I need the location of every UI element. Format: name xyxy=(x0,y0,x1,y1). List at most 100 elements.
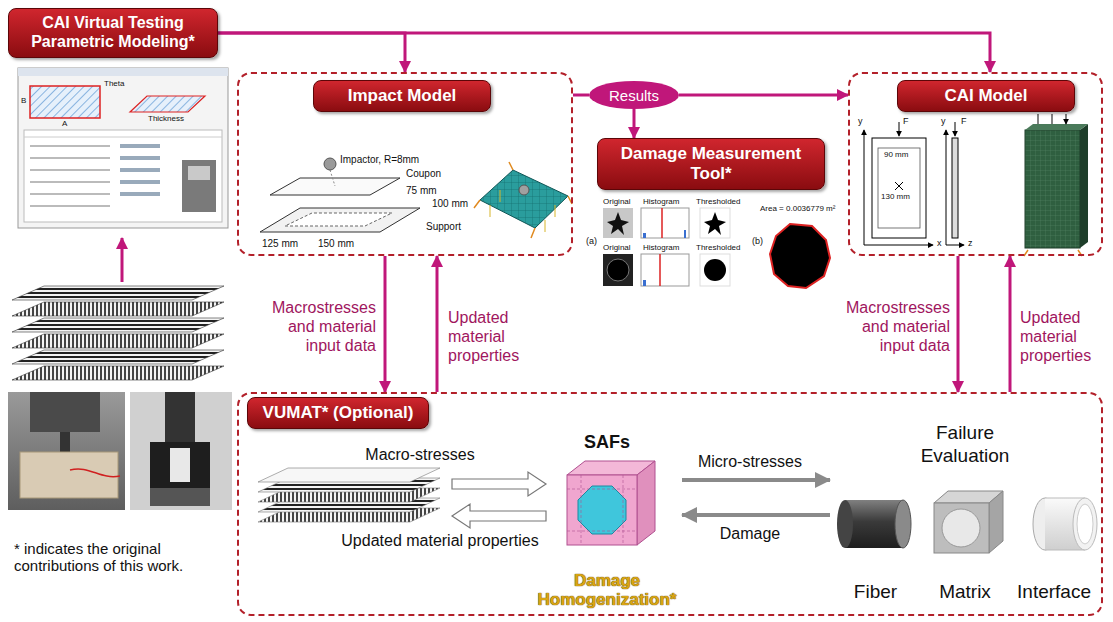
panel-header: Impact Model xyxy=(313,80,491,112)
cai-plate-model xyxy=(1025,130,1080,248)
test-photo xyxy=(8,392,232,510)
image-caption: Thresholded xyxy=(696,243,740,252)
matrix-part: Matrix xyxy=(921,495,1009,603)
cai-specimen-sketch xyxy=(952,138,958,238)
damage-images xyxy=(659,254,661,286)
flow-arrow xyxy=(218,33,990,72)
edge-label: Updated material properties xyxy=(1020,308,1106,366)
damage-images xyxy=(770,224,830,288)
impact-setup-sketch xyxy=(324,158,336,170)
damage-images xyxy=(607,212,629,235)
impact-mesh-model xyxy=(490,190,555,232)
cai-specimen-sketch xyxy=(864,122,964,245)
fiber-cylinder xyxy=(845,500,903,548)
cai-plate-model xyxy=(1025,124,1088,130)
saf-group: SAFsDamage Homogenization* xyxy=(532,428,682,612)
test-photo xyxy=(60,432,70,452)
impact-setup-sketch xyxy=(330,170,335,186)
node-text: Failure Evaluation xyxy=(895,422,1035,468)
sketch-label: A xyxy=(62,119,67,128)
damage-images xyxy=(603,208,830,288)
saf-cube xyxy=(567,475,637,545)
sketch-label: Theta xyxy=(104,79,124,88)
software-screenshot xyxy=(130,96,205,112)
impact-setup-sketch xyxy=(270,178,400,195)
software-screenshot xyxy=(18,68,228,228)
laminate-stack xyxy=(12,334,224,348)
load-label: F xyxy=(903,116,909,126)
flow-arrow xyxy=(436,256,439,392)
impact-setup-sketch xyxy=(285,213,392,226)
part-label: Impactor, R=8mm xyxy=(340,154,419,166)
axis-label: x xyxy=(937,238,942,248)
damage-images xyxy=(643,233,646,238)
damage-images xyxy=(704,259,726,281)
hollow-arrow xyxy=(452,472,546,528)
interface-ring xyxy=(1073,498,1097,550)
damage-images xyxy=(700,254,730,286)
node-text: Matrix xyxy=(921,581,1009,603)
cai-plate-model xyxy=(1024,114,1088,256)
cai-specimen-sketch xyxy=(895,182,903,190)
node-text: Damage Homogenization* xyxy=(532,571,682,610)
test-photo xyxy=(8,392,125,510)
impact-mesh-model xyxy=(474,162,572,238)
laminate-stack xyxy=(12,350,224,364)
damage-images xyxy=(603,208,633,238)
impact-mesh-model xyxy=(519,185,529,195)
node-text: Damage Measurement Tool* xyxy=(606,144,816,184)
node-text: CAI Virtual Testing Parametric Modeling* xyxy=(17,14,209,52)
image-caption: Thresholded xyxy=(696,197,740,206)
axis-label: y xyxy=(941,116,946,126)
dimension-label: 125 mm xyxy=(262,238,298,250)
software-screenshot xyxy=(18,68,228,228)
cai-specimen-sketch xyxy=(878,148,920,228)
image-caption: Histogram xyxy=(643,243,679,252)
fiber-cylinder xyxy=(837,500,911,548)
sketch-label: B xyxy=(21,96,26,105)
saf-cube xyxy=(578,486,626,534)
ply-laminate xyxy=(258,468,440,482)
damage-images xyxy=(661,208,663,238)
laminate-stack xyxy=(12,366,224,380)
impact-mesh-model xyxy=(480,170,568,228)
sketch-label: Thickness xyxy=(148,114,184,123)
flow-label: Macro-stresses xyxy=(360,446,480,464)
matrix-cell xyxy=(942,509,980,547)
edge-label: Micro-stresses xyxy=(685,452,815,471)
part-label: Support xyxy=(426,221,461,233)
flow-arrow xyxy=(957,256,960,392)
failure-group: Failure EvaluationFiberMatrixInterface xyxy=(830,420,1100,606)
laminate-stack xyxy=(12,286,224,300)
laminate-stack xyxy=(12,286,224,380)
hollow-arrow xyxy=(452,472,546,496)
panel-tag: (b) xyxy=(752,236,763,246)
damage-images xyxy=(704,212,726,235)
dimension-label: 130 mm xyxy=(881,192,910,201)
vumat-panel: VUMAT* (Optional)SAFsDamage Homogenizati… xyxy=(237,392,1103,616)
fiber-cylinder xyxy=(837,500,853,548)
cai-specimen-sketch xyxy=(955,122,956,136)
axis-label: y xyxy=(858,116,863,126)
input-arrow xyxy=(121,238,124,282)
flow-arrow xyxy=(573,94,589,97)
cai-specimen-sketch xyxy=(864,245,933,246)
flow-arrow xyxy=(679,94,848,97)
part-label: Coupon xyxy=(406,168,441,180)
cai-specimen-sketch xyxy=(899,122,900,136)
damage-images xyxy=(603,254,633,286)
flow-arrow xyxy=(682,513,830,517)
cai-plate-model xyxy=(1080,124,1088,248)
tool-button: Damage Measurement Tool* xyxy=(597,138,825,190)
ply-laminate xyxy=(258,468,440,522)
dimension-label: 75 mm xyxy=(406,185,437,197)
damage-images xyxy=(641,208,689,238)
damage-images xyxy=(700,208,730,238)
saf-cube xyxy=(567,461,655,545)
flow-arrow xyxy=(633,109,636,138)
damage-images xyxy=(684,230,686,238)
damage-images xyxy=(607,259,629,281)
interface-ring xyxy=(1033,498,1097,550)
flow-arrow xyxy=(384,256,387,392)
